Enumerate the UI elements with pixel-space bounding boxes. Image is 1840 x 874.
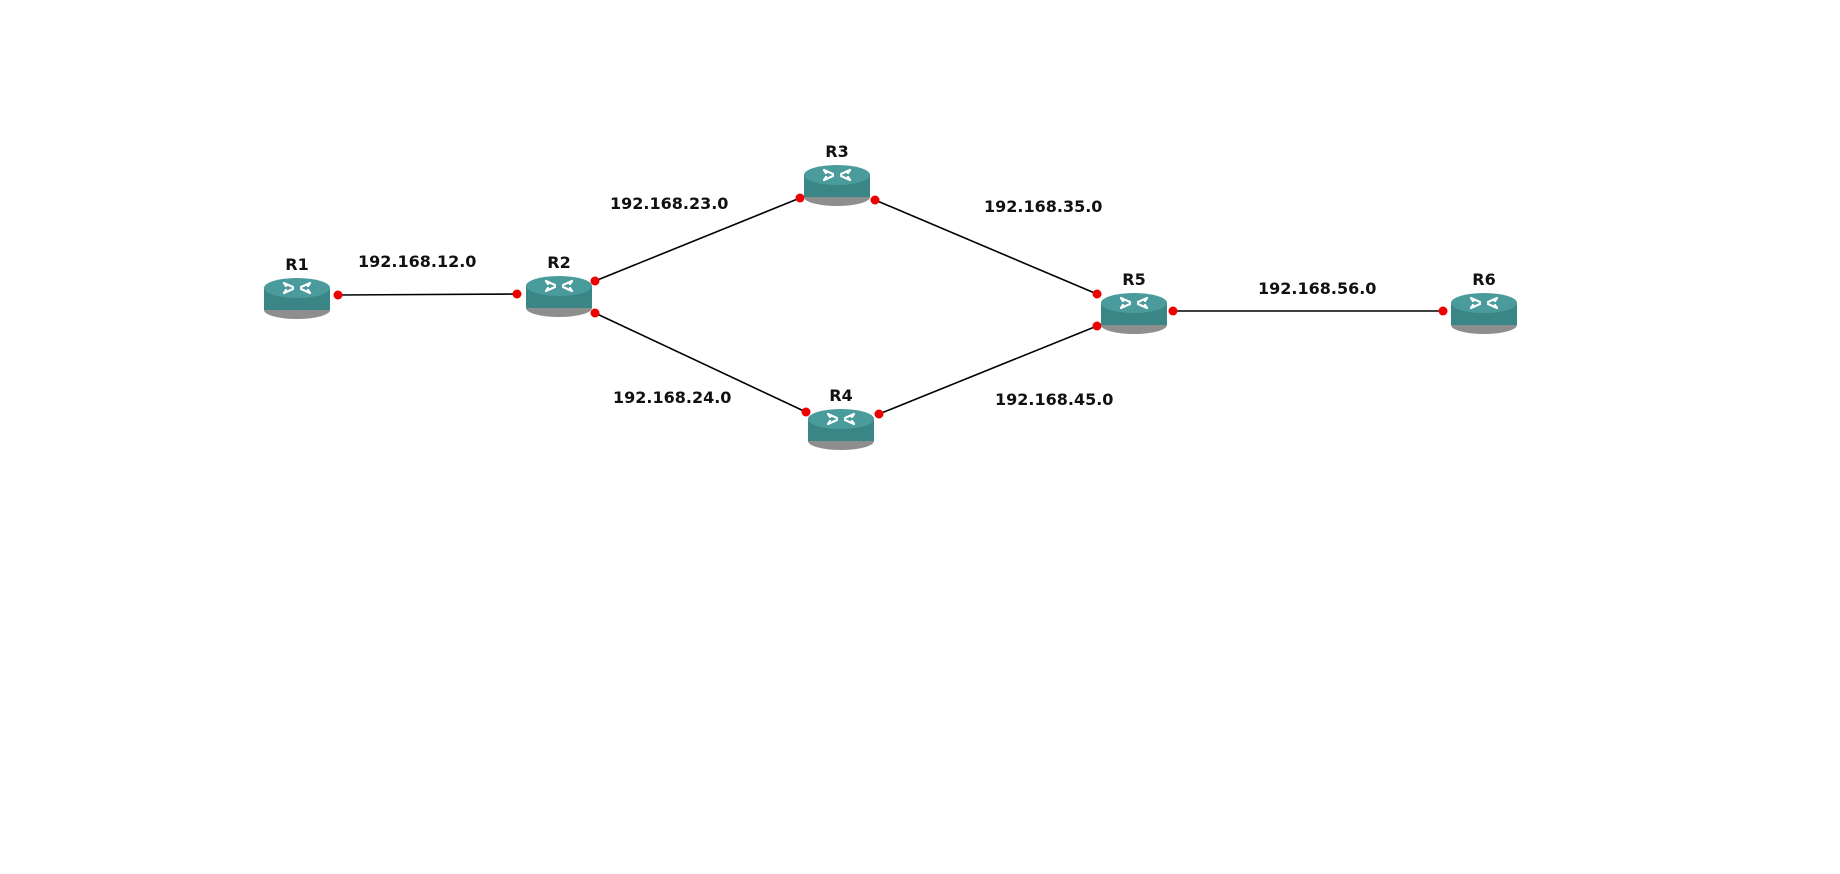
port-r5-r6-b — [1438, 306, 1448, 316]
port-r2-r3-b — [795, 193, 805, 203]
router-r6[interactable]: R6 — [1451, 270, 1517, 334]
link-label-r5-r6: 192.168.56.0 — [1258, 279, 1376, 298]
routers: R1 R2 R3 — [264, 142, 1517, 450]
ports — [333, 193, 1448, 419]
port-r1-r2-a — [333, 290, 343, 300]
port-r2-r3-a — [590, 276, 600, 286]
port-r3-r5-a — [870, 195, 880, 205]
port-r2-r4-b — [801, 407, 811, 417]
link-r4-r5[interactable] — [878, 325, 1098, 415]
router-label: R3 — [825, 142, 848, 161]
link-label-r2-r3: 192.168.23.0 — [610, 194, 728, 213]
router-label: R2 — [547, 253, 570, 272]
port-r3-r5-b — [1092, 289, 1102, 299]
router-icon — [526, 276, 592, 317]
router-icon — [1101, 293, 1167, 334]
router-icon — [808, 409, 874, 450]
router-icon — [1451, 293, 1517, 334]
links — [337, 197, 1443, 415]
link-label-r2-r4: 192.168.24.0 — [613, 388, 731, 407]
router-r5[interactable]: R5 — [1101, 270, 1167, 334]
router-label: R1 — [285, 255, 308, 274]
port-r5-r6-a — [1168, 306, 1178, 316]
router-r3[interactable]: R3 — [804, 142, 870, 206]
link-label-r4-r5: 192.168.45.0 — [995, 390, 1113, 409]
router-icon — [804, 165, 870, 206]
port-r1-r2-b — [512, 289, 522, 299]
port-r4-r5-a — [874, 409, 884, 419]
port-r2-r4-a — [590, 308, 600, 318]
link-label-r1-r2: 192.168.12.0 — [358, 252, 476, 271]
router-label: R5 — [1122, 270, 1145, 289]
link-r3-r5[interactable] — [874, 199, 1098, 295]
port-r4-r5-b — [1092, 321, 1102, 331]
link-label-r3-r5: 192.168.35.0 — [984, 197, 1102, 216]
router-r4[interactable]: R4 — [808, 386, 874, 450]
link-r1-r2[interactable] — [337, 293, 518, 296]
router-icon — [264, 278, 330, 319]
router-label: R6 — [1472, 270, 1495, 289]
link-r2-r3[interactable] — [594, 197, 801, 282]
link-r2-r4[interactable] — [594, 312, 807, 413]
router-r1[interactable]: R1 — [264, 255, 330, 319]
link-labels: 192.168.12.0 192.168.23.0 192.168.24.0 1… — [358, 194, 1376, 409]
router-r2[interactable]: R2 — [526, 253, 592, 317]
router-label: R4 — [829, 386, 852, 405]
